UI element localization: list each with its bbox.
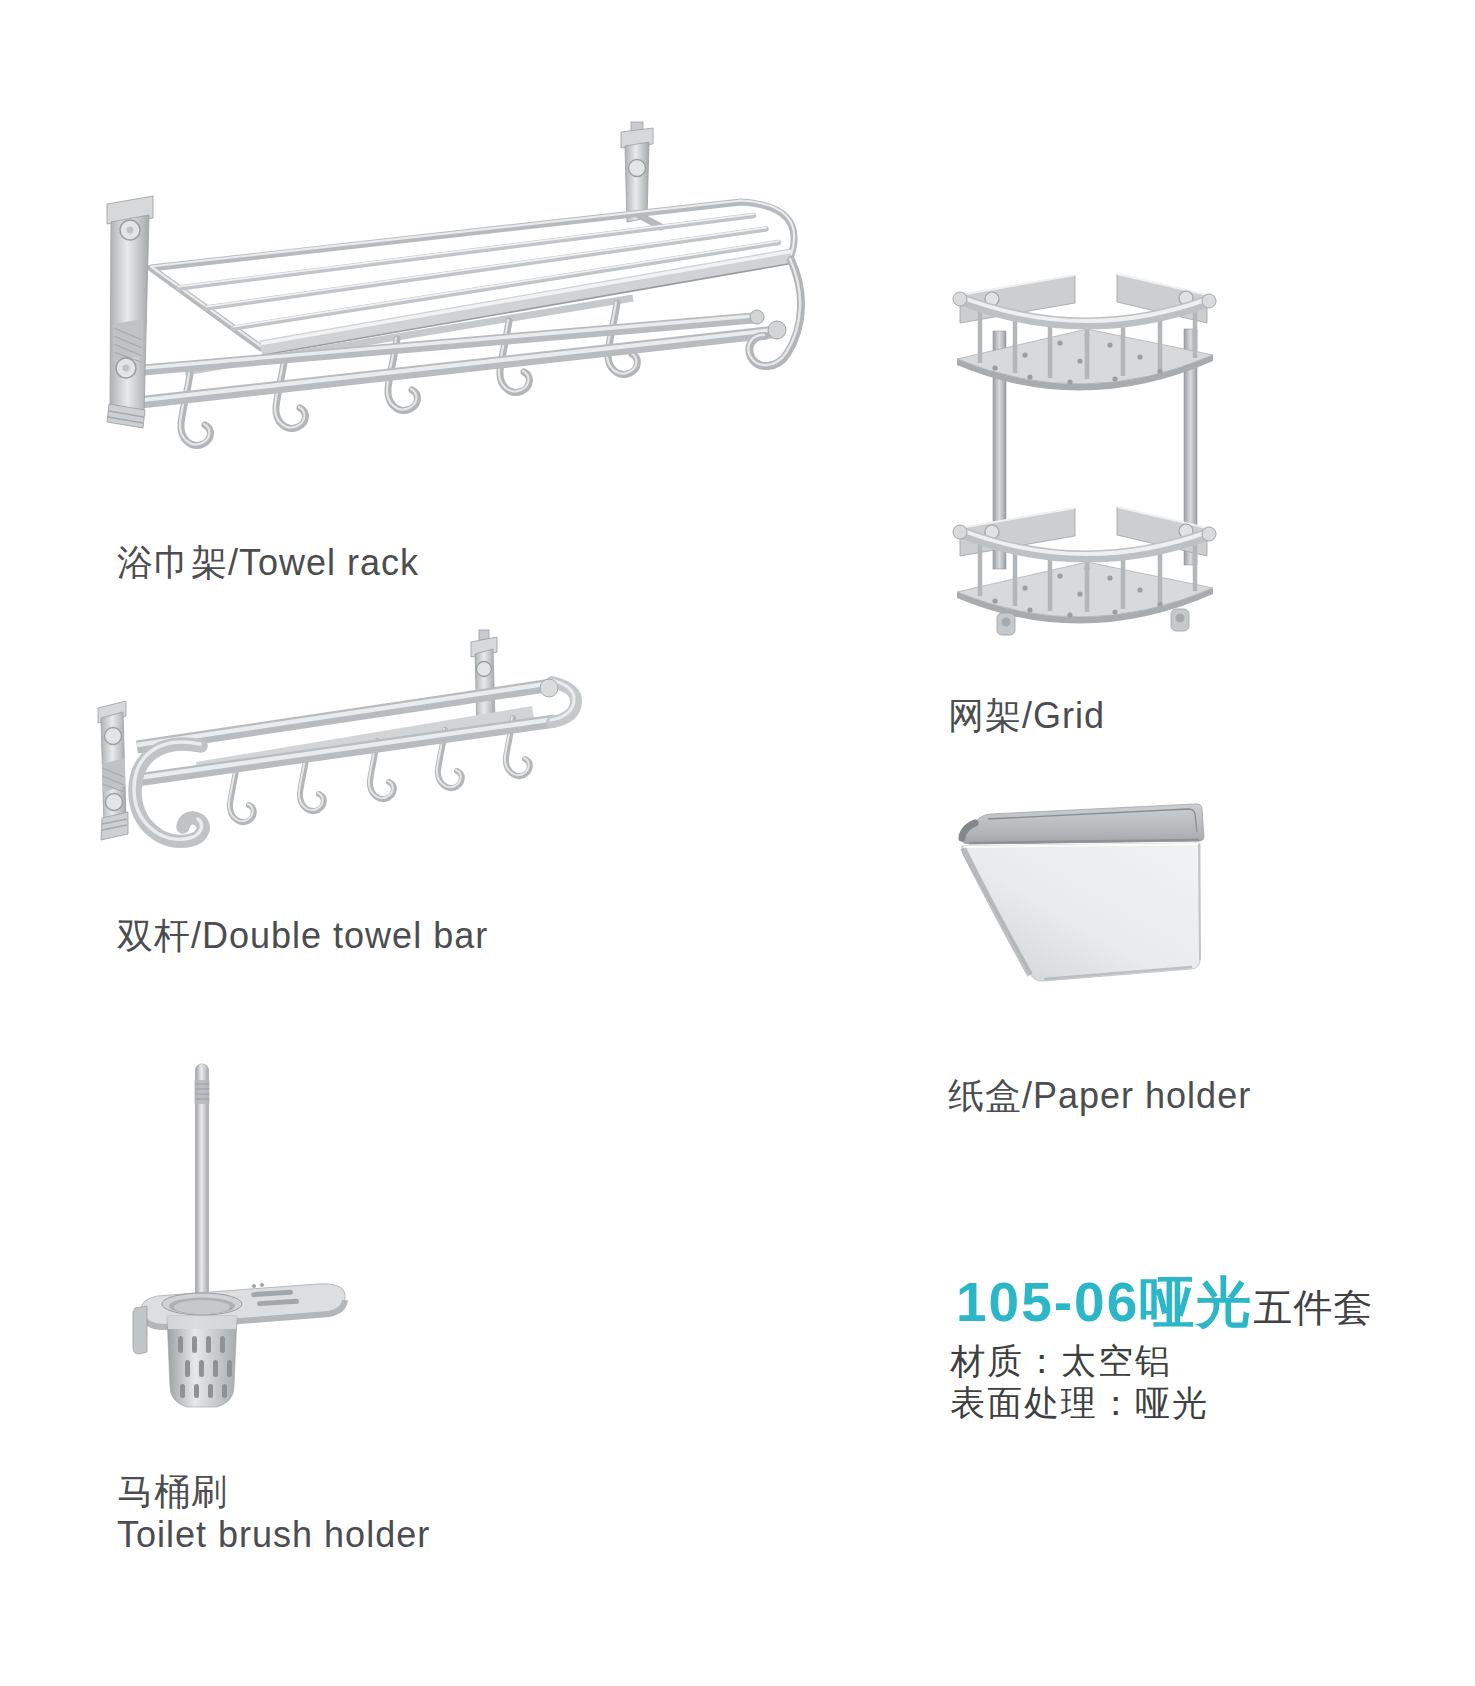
toilet-brush-holder-image [105,1050,355,1415]
grid-image [865,237,1240,657]
grid-label: 网架/Grid [948,694,1105,737]
towel-rack-image [85,118,825,510]
model-number: 105-06哑光 [956,1271,1253,1333]
toilet-brush-holder-label: 马桶刷 Toilet brush holder [117,1470,430,1556]
material-line: 材质：太空铝 [950,1338,1172,1385]
model-line: 105-06哑光五件套 [956,1266,1373,1340]
model-suffix: 五件套 [1253,1286,1373,1329]
paper-holder-label: 纸盒/Paper holder [948,1074,1251,1117]
towel-rack-label: 浴巾架/Towel rack [117,541,419,584]
surface-line: 表面处理：哑光 [950,1380,1209,1427]
double-towel-bar-image [85,588,605,858]
double-towel-bar-label: 双杆/Double towel bar [117,914,488,957]
paper-holder-image [950,778,1212,1000]
